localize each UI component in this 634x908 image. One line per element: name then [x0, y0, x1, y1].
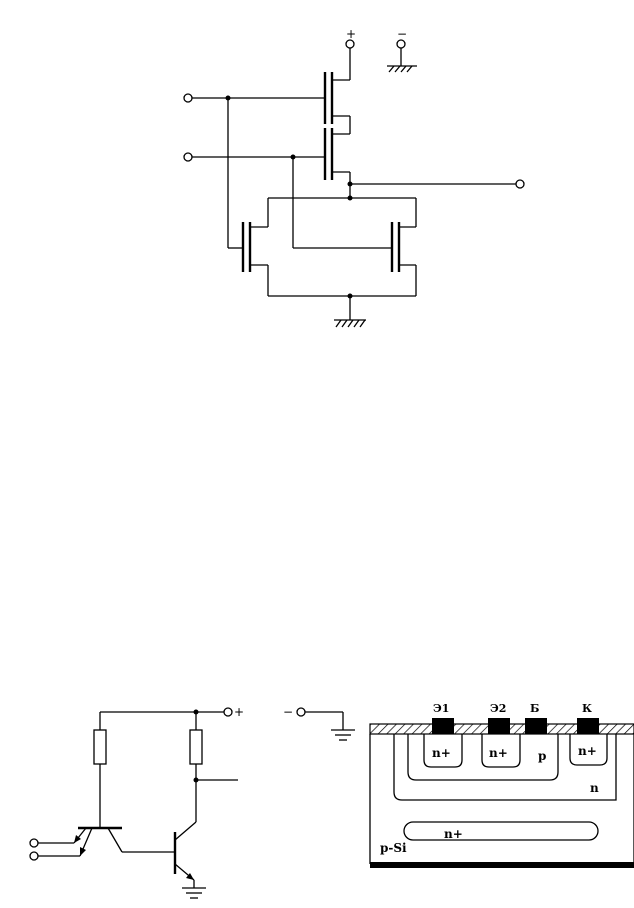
contact-label-k: К: [582, 702, 592, 715]
contact-label-e1: Э1: [433, 702, 449, 715]
cmos-nor-circuit: + −: [183, 27, 525, 328]
region-label-n-plus-1: n+: [432, 746, 451, 760]
region-label-n-plus-buried: n+: [444, 827, 463, 841]
supply-minus-terminal: −: [387, 27, 417, 73]
output-transistor: [173, 821, 197, 888]
input-a-terminal: [183, 93, 325, 249]
substrate-base-metal: [370, 862, 634, 868]
n-plus-buried-layer: [403, 821, 599, 841]
contact-collector: [577, 718, 599, 734]
resistor-left: [93, 729, 107, 765]
contact-label-b: Б: [530, 702, 539, 715]
region-label-n-plus-2: n+: [489, 746, 508, 760]
ground-symbol-bottom: [334, 296, 366, 328]
ttl-input-terminal-1: [29, 838, 39, 848]
contact-emitter-1: [432, 718, 454, 734]
supply-plus-terminal: +: [345, 27, 356, 80]
output-terminal: [347, 179, 525, 189]
contact-base: [525, 718, 547, 734]
pmos-transistor-upper: [323, 72, 351, 134]
resistor-right: [189, 729, 203, 765]
ttl-supply-plus-terminal: +: [223, 705, 244, 719]
region-label-p: p: [538, 749, 546, 763]
region-label-substrate: p-Si: [380, 841, 407, 855]
n-plus-collector-region: [569, 734, 608, 766]
contact-emitter-2: [488, 718, 510, 734]
ic-cross-section: Э1 Э2 Б К n+ n+ p n+ n n+ p-Si: [369, 702, 634, 868]
region-label-n: n: [590, 781, 599, 795]
pmos-transistor-lower: [323, 128, 351, 198]
nmos-transistor-left: [241, 198, 269, 296]
region-label-n-plus-collector: n+: [578, 744, 597, 758]
ttl-supply-minus-terminal: −: [283, 705, 355, 741]
n-plus-emitter-1: [423, 734, 463, 768]
p-base-region: [407, 734, 559, 781]
ttl-supply-plus-label: +: [234, 705, 244, 719]
input-b-terminal: [183, 152, 392, 249]
ttl-supply-minus-label: −: [283, 705, 293, 719]
ttl-ground-symbol: [182, 887, 206, 899]
n-plus-emitter-2: [481, 734, 521, 768]
ttl-input-terminal-2: [29, 851, 39, 861]
supply-plus-label: +: [346, 27, 356, 41]
multi-emitter-transistor: [38, 826, 122, 857]
ttl-circuit: +: [29, 705, 355, 899]
supply-minus-label: −: [397, 27, 407, 41]
nmos-transistor-right: [390, 198, 417, 296]
nmos-pair: [268, 195, 416, 299]
contact-label-e2: Э2: [490, 702, 506, 715]
ground-symbol-top: [387, 65, 417, 73]
n-epi-region: [393, 734, 617, 801]
